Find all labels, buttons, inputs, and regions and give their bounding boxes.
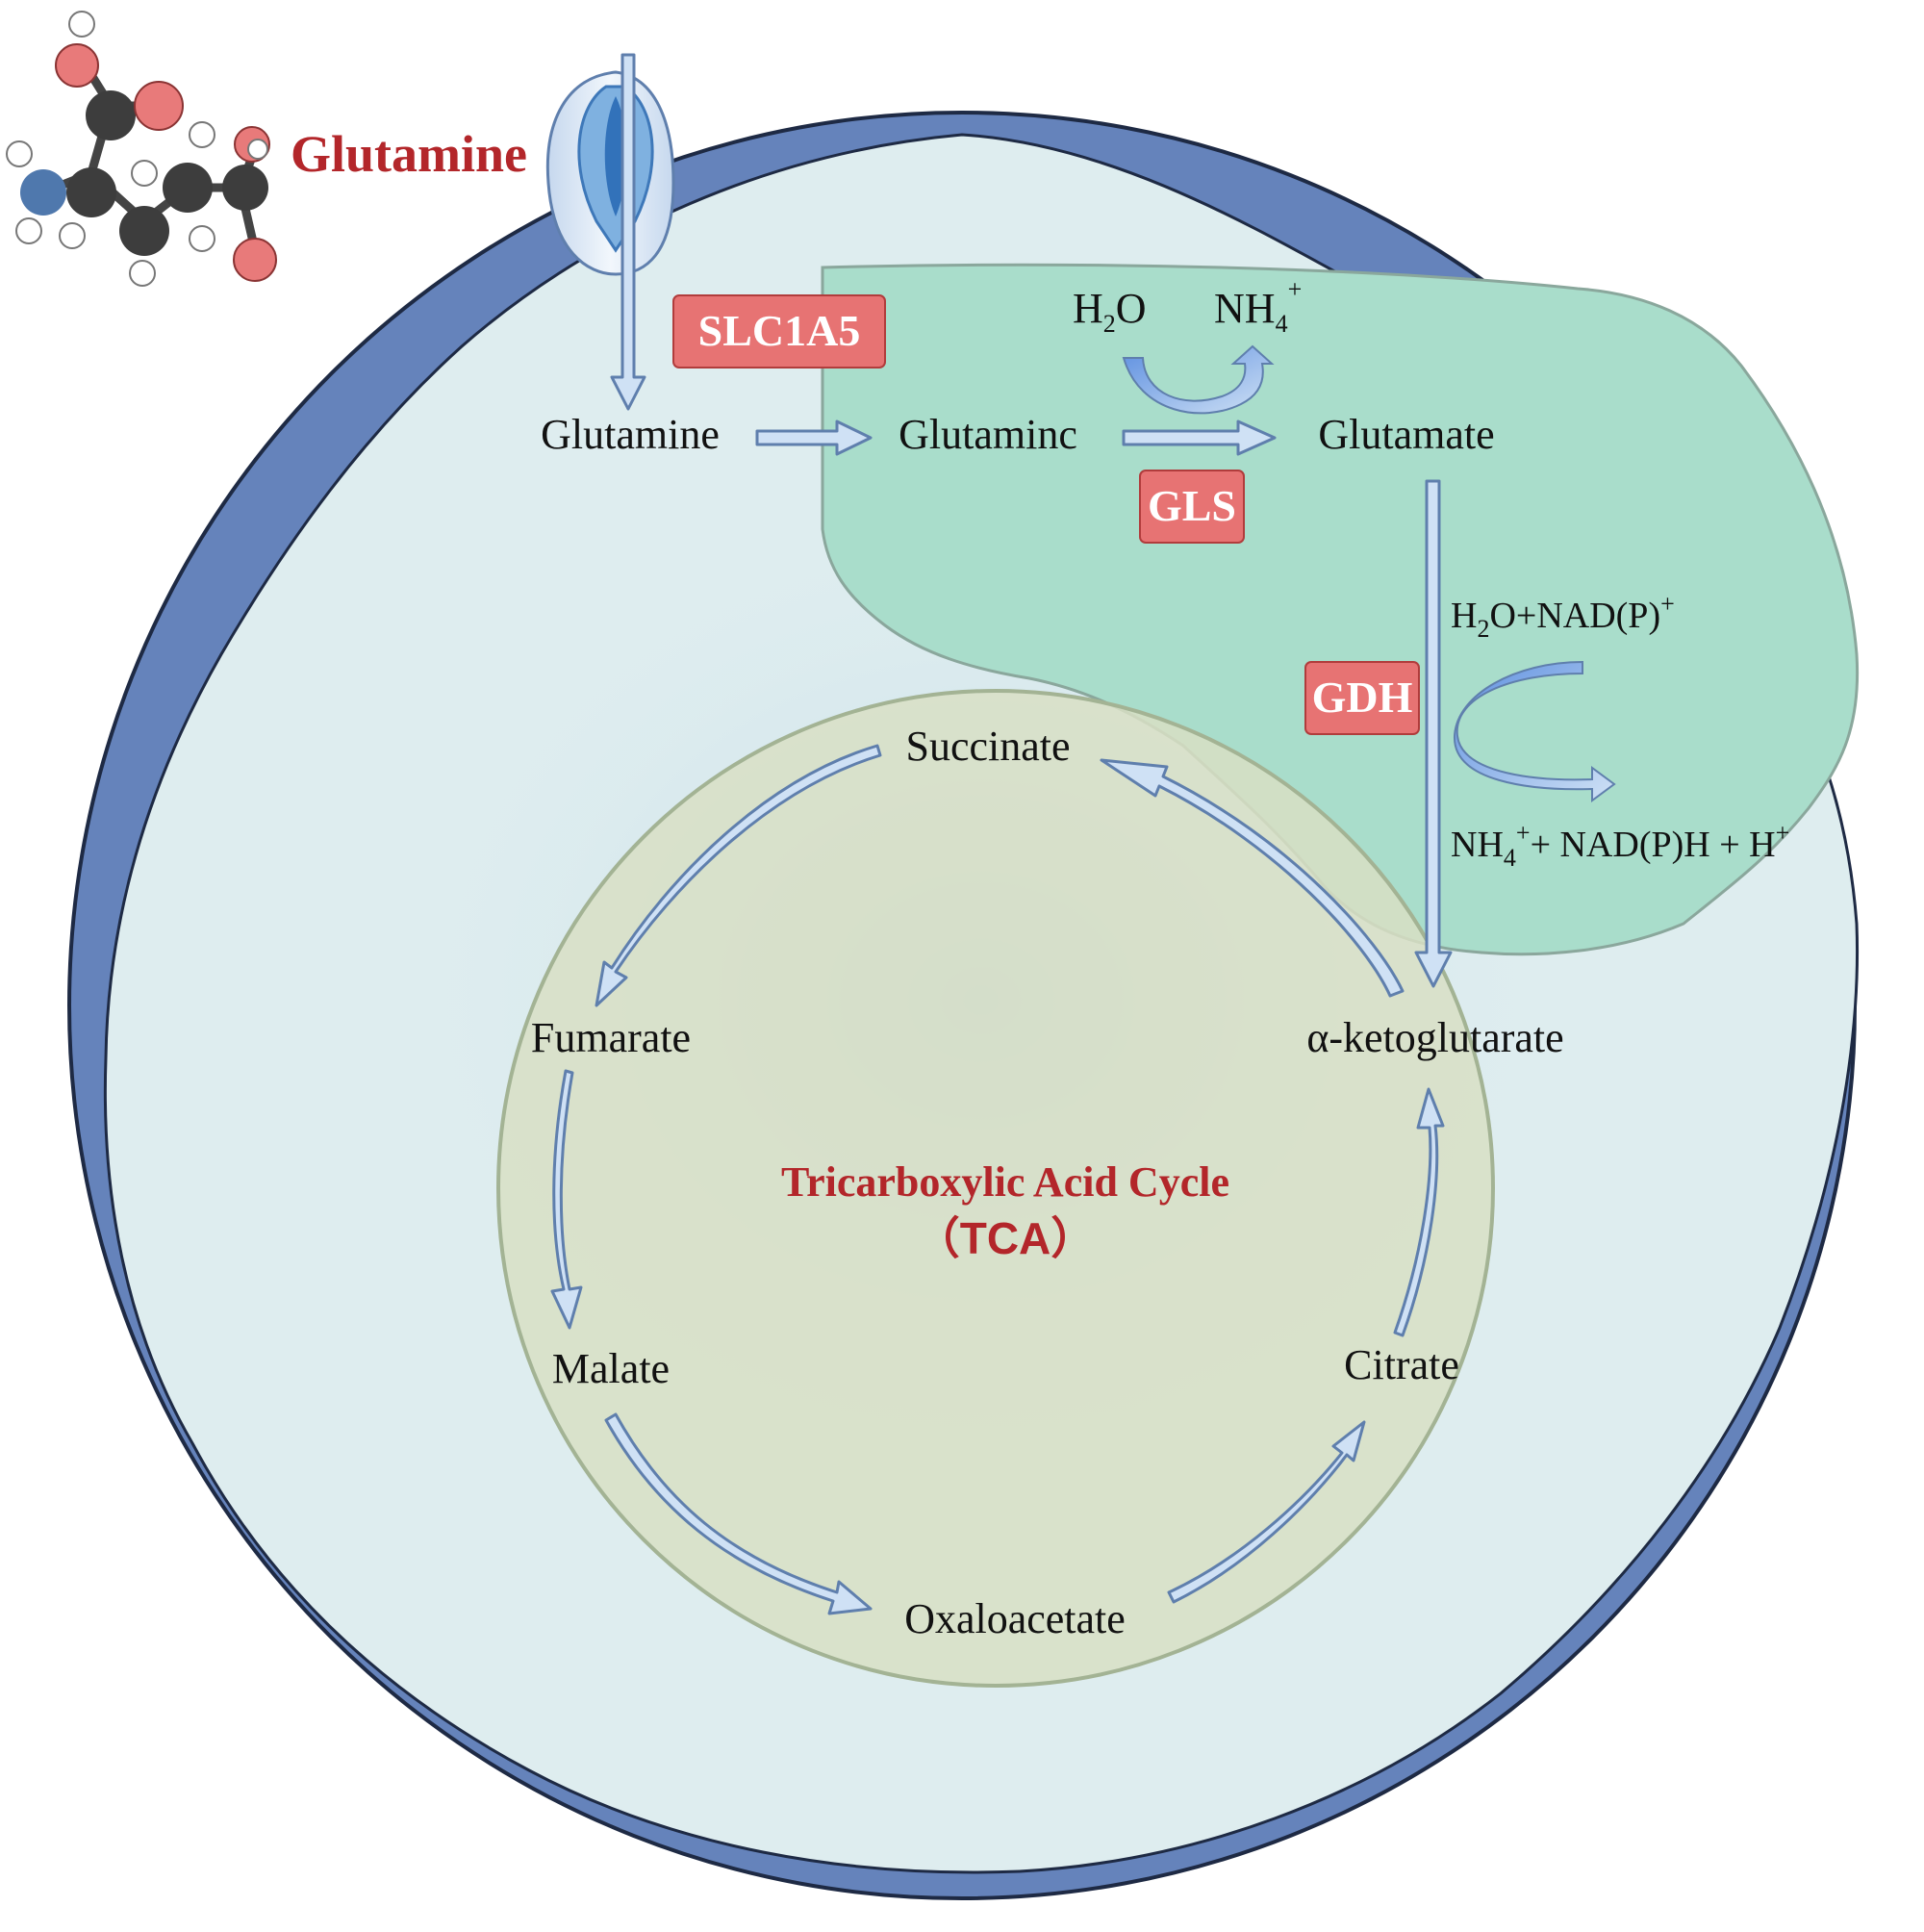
gls-enzyme: GLS — [1139, 470, 1245, 544]
arrow-akg-to-succinate — [1100, 758, 1405, 998]
gls-product-ammonium: NH4+ — [1214, 275, 1302, 338]
slc1a5-label: SLC1A5 — [698, 306, 861, 355]
arrow-glutamate-to-akg — [1414, 479, 1453, 988]
gls-reactant-water: H2O — [1073, 285, 1147, 338]
citrate-label: Citrate — [1344, 1341, 1459, 1388]
gls-label: GLS — [1148, 481, 1236, 530]
akg-label: α-ketoglutarate — [1306, 1014, 1563, 1061]
tca-arrows — [550, 744, 1445, 1615]
slc1a5-enzyme: SLC1A5 — [672, 294, 886, 369]
tca-cycle-circle — [496, 689, 1495, 1688]
fumarate-label: Fumarate — [531, 1014, 691, 1061]
gls-reaction-curve-icon — [1122, 344, 1275, 415]
arrow-succinate-to-fumarate — [595, 744, 882, 1007]
glutamate-label: Glutamate — [1318, 411, 1494, 458]
gdh-reactants: H2O+NAD(P)+ — [1451, 590, 1675, 643]
arrow-citrate-to-akg — [1393, 1087, 1445, 1337]
oxaloacetate-label: Oxaloacetate — [904, 1595, 1126, 1642]
mitochondrial-glutaminc-label: Glutaminc — [899, 411, 1077, 458]
cytosolic-glutamine-label: Glutamine — [541, 411, 720, 458]
tca-title: Tricarboxylic Acid Cycle — [781, 1158, 1229, 1206]
extracellular-glutamine-label: Glutamine — [291, 125, 527, 183]
gdh-enzyme: GDH — [1304, 661, 1420, 735]
arrow-glutaminc-to-glutamate — [1122, 419, 1277, 456]
arrow-fumarate-to-malate — [550, 1069, 583, 1330]
gdh-products: NH4++ NAD(P)H + H+ — [1451, 819, 1789, 872]
arrow-oxaloacetate-to-citrate — [1167, 1420, 1366, 1604]
tca-abbreviation: （TCA） — [916, 1213, 1096, 1263]
arrow-glutamine-to-glutaminc — [755, 419, 873, 456]
gdh-label: GDH — [1312, 673, 1413, 722]
arrow-malate-to-oxaloacetate — [604, 1412, 873, 1615]
slc1a5-transporter-icon — [545, 70, 675, 276]
succinate-label: Succinate — [905, 723, 1070, 770]
import-arrow — [610, 53, 646, 411]
glutamine-molecule-icon — [6, 11, 277, 287]
malate-label: Malate — [552, 1345, 670, 1392]
gdh-reaction-curve-icon — [1453, 660, 1616, 802]
